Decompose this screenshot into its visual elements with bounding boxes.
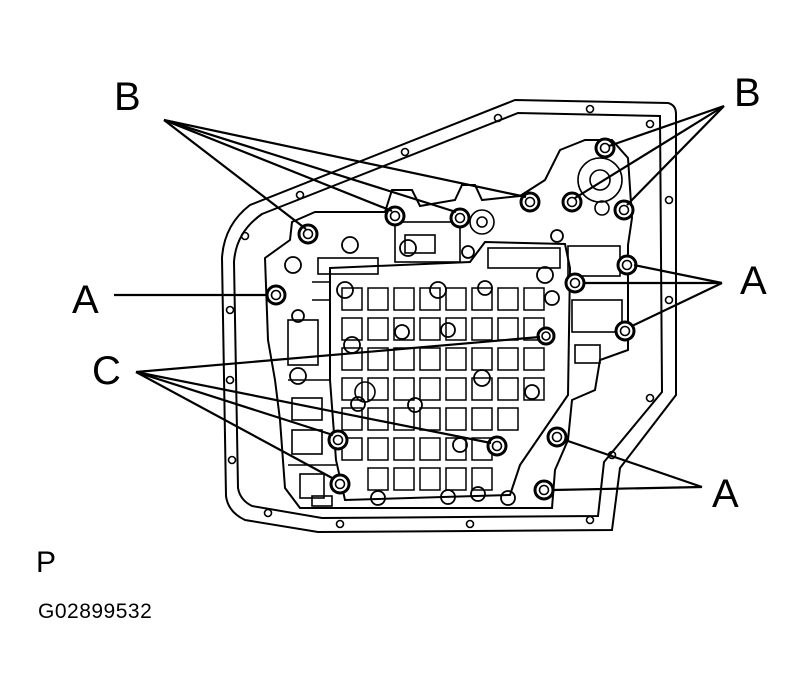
separator-grid bbox=[341, 287, 545, 491]
callout-b-right: B bbox=[734, 71, 761, 115]
bolts-c bbox=[327, 326, 556, 495]
callout-a-right-lower: A bbox=[712, 472, 739, 516]
leader-lines-c bbox=[135, 335, 541, 480]
leader-lines-b-left bbox=[163, 118, 527, 230]
figure-id: G02899532 bbox=[38, 600, 153, 623]
callout-b-left: B bbox=[114, 75, 141, 119]
bolts-b bbox=[297, 137, 635, 245]
gasket-holes bbox=[225, 104, 674, 529]
leader-lines-b-right bbox=[574, 104, 725, 206]
leader-lines-a-right-upper bbox=[583, 263, 723, 327]
leader-lines-a-right-lower bbox=[552, 438, 703, 492]
plain-bolts bbox=[284, 229, 564, 506]
callout-c-left: C bbox=[92, 349, 121, 393]
callout-a-left: A bbox=[72, 278, 99, 322]
pan-gasket bbox=[220, 98, 677, 534]
view-marker: P bbox=[36, 546, 57, 579]
callout-a-right-upper: A bbox=[740, 259, 767, 303]
